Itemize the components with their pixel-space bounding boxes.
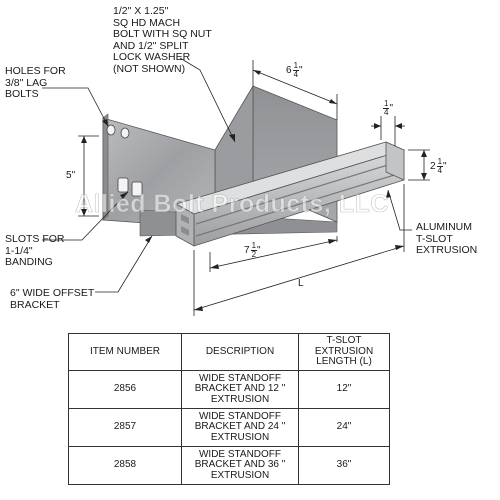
extrusion-end-face bbox=[175, 203, 195, 247]
extrusion-far-end bbox=[385, 141, 405, 181]
table-row: 2858 WIDE STANDOFF BRACKET AND 36 " EXTR… bbox=[68, 446, 390, 485]
cell-length: 12" bbox=[298, 370, 390, 409]
dimension-lines bbox=[42, 57, 430, 316]
lag-hole-top-right bbox=[120, 127, 130, 139]
cell-description: WIDE STANDOFF BRACKET AND 36 " EXTRUSION bbox=[181, 446, 299, 485]
cell-length: 36" bbox=[298, 446, 390, 485]
extrusion-slot-line-2 bbox=[195, 171, 405, 237]
lag-hole-top-left bbox=[106, 124, 116, 136]
cell-description: WIDE STANDOFF BRACKET AND 12 " EXTRUSION bbox=[181, 370, 299, 409]
bracket-plate-edge bbox=[102, 113, 109, 221]
banding-slot-left bbox=[117, 177, 129, 193]
cell-item: 2856 bbox=[68, 370, 182, 409]
header-item-number: ITEM NUMBER bbox=[68, 333, 182, 371]
arrowheads bbox=[81, 70, 427, 311]
extrusion-slot-line-1 bbox=[195, 159, 405, 225]
table-row: 2857 WIDE STANDOFF BRACKET AND 24 " EXTR… bbox=[68, 408, 390, 447]
cell-description: WIDE STANDOFF BRACKET AND 24 " EXTRUSION bbox=[181, 408, 299, 447]
table-header-row: ITEM NUMBER DESCRIPTION T-SLOT EXTRUSION… bbox=[68, 333, 390, 371]
dim-height: 5" bbox=[66, 170, 76, 181]
cell-item: 2857 bbox=[68, 408, 182, 447]
cell-length: 24" bbox=[298, 408, 390, 447]
table-row: 2856 WIDE STANDOFF BRACKET AND 12 " EXTR… bbox=[68, 370, 390, 409]
extrusion-end-slot bbox=[181, 214, 189, 236]
parts-table: ITEM NUMBER DESCRIPTION T-SLOT EXTRUSION… bbox=[68, 333, 390, 485]
banding-slot-right bbox=[131, 181, 143, 197]
watermark: Allied Bolt Products, LLC bbox=[75, 190, 389, 219]
dim-length: L bbox=[298, 278, 304, 289]
header-description: DESCRIPTION bbox=[181, 333, 299, 371]
header-extrusion-length: T-SLOT EXTRUSION LENGTH (L) bbox=[298, 333, 390, 371]
cell-item: 2858 bbox=[68, 446, 182, 485]
